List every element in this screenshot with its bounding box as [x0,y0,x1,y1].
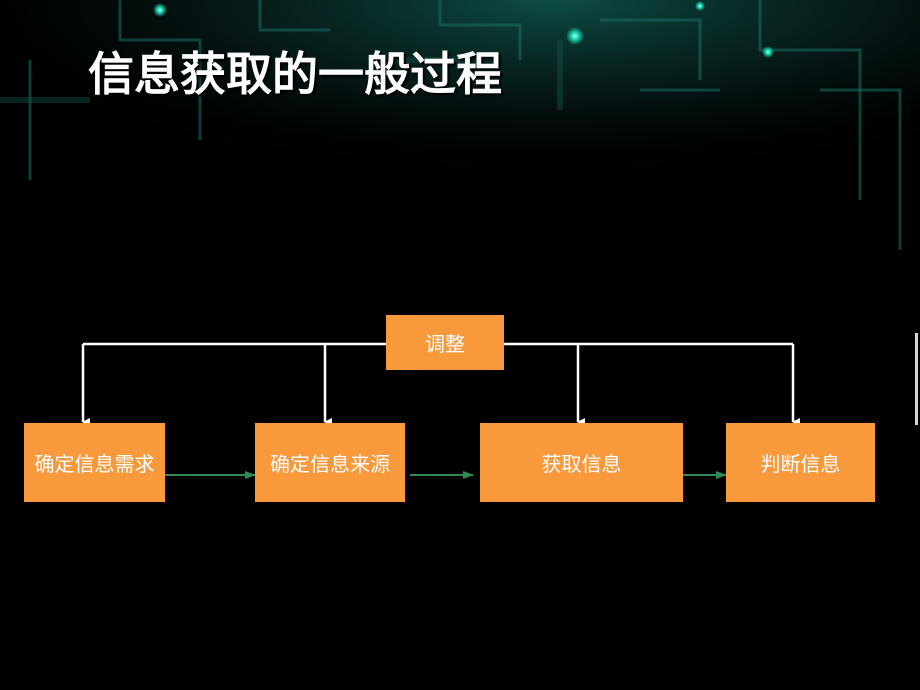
tech-background-decoration [0,0,920,260]
step-box-determine-need: 确定信息需求 [24,423,165,502]
step-box-acquire: 获取信息 [480,423,683,502]
slide-title: 信息获取的一般过程 [88,47,502,101]
adjust-box: 调整 [386,315,504,370]
step-box-determine-source: 确定信息来源 [255,423,405,502]
edge-bar [915,333,918,425]
step-box-judge: 判断信息 [726,423,875,502]
